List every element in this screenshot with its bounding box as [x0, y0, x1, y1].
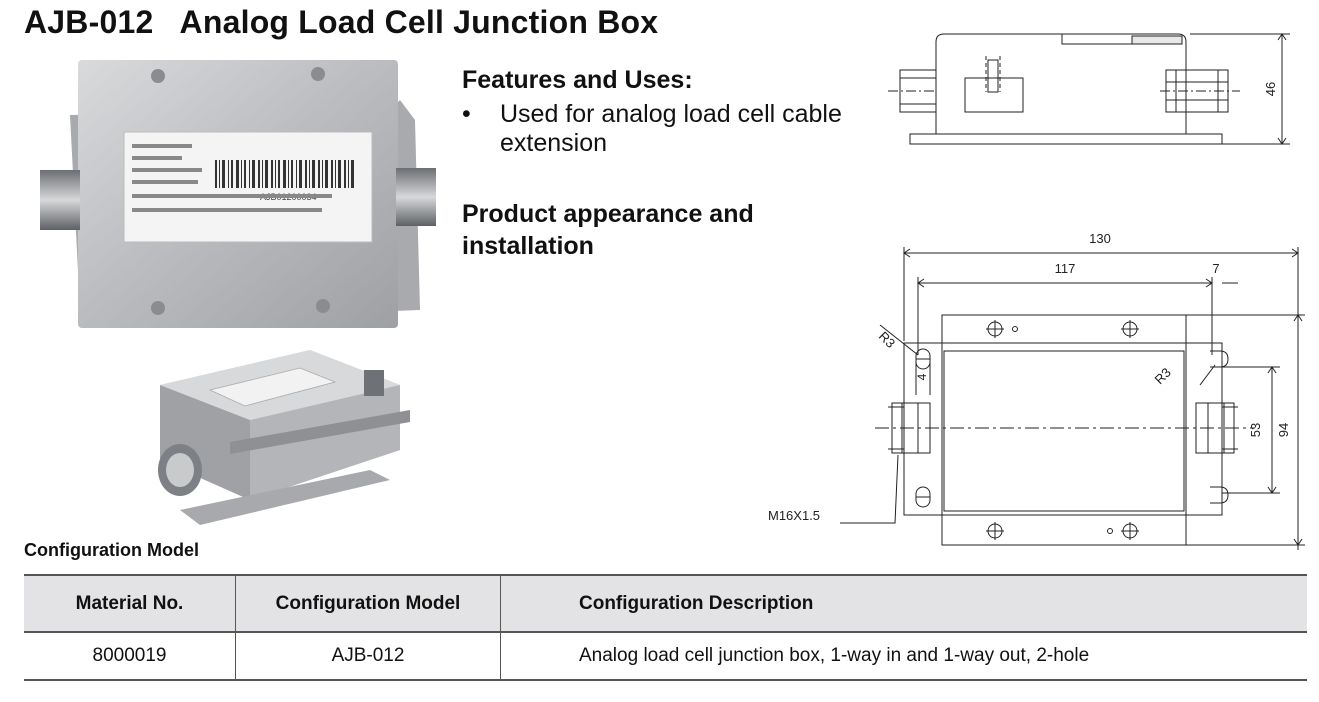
- configuration-table: Material No. Configuration Model Configu…: [24, 574, 1307, 681]
- appearance-heading: Product appearance and installation: [462, 200, 754, 260]
- dimension-overall-width: 130: [1089, 231, 1111, 246]
- table-header-row: Material No. Configuration Model Configu…: [24, 574, 1307, 633]
- product-photo-bottom: [158, 350, 410, 525]
- dimension-inner-height: 53: [1248, 423, 1263, 437]
- dimension-radius-left: R3: [876, 329, 898, 351]
- dimension-height: 46: [1263, 82, 1278, 96]
- plan-view-drawing: 130 117 7 R3 R3 4 53 94 M16X1.5: [768, 231, 1305, 550]
- dimension-overall-height: 94: [1276, 423, 1291, 437]
- table-row: 8000019 AJB-012 Analog load cell junctio…: [24, 632, 1307, 681]
- header-configuration-description: Configuration Description: [500, 574, 1307, 633]
- config-heading: Configuration Model: [24, 540, 199, 560]
- product-photo-top: AJB01200034: [40, 60, 436, 328]
- feature-text: Used for analog load cell cable extensio…: [500, 100, 842, 157]
- features-list: • Used for analog load cell cable extens…: [462, 100, 842, 158]
- header-configuration-model: Configuration Model: [235, 574, 501, 633]
- cell-configuration-description: Analog load cell junction box, 1-way in …: [500, 632, 1307, 681]
- list-item: • Used for analog load cell cable extens…: [462, 100, 842, 158]
- dimension-offset: 7: [1212, 261, 1219, 276]
- header-material-no: Material No.: [24, 574, 236, 633]
- features-heading: Features and Uses:: [462, 66, 693, 94]
- side-view-drawing: 46: [888, 33, 1290, 145]
- dimension-slot: 4: [915, 373, 929, 380]
- dimension-thread: M16X1.5: [768, 508, 820, 523]
- dimension-hole-spacing: 117: [1055, 261, 1076, 276]
- dimension-radius-right: R3: [1152, 365, 1174, 387]
- bullet-marker: •: [462, 100, 471, 128]
- cell-configuration-model: AJB-012: [235, 632, 501, 681]
- page-title: AJB-012 Analog Load Cell Junction Box: [24, 4, 659, 40]
- cell-material-no: 8000019: [24, 632, 236, 681]
